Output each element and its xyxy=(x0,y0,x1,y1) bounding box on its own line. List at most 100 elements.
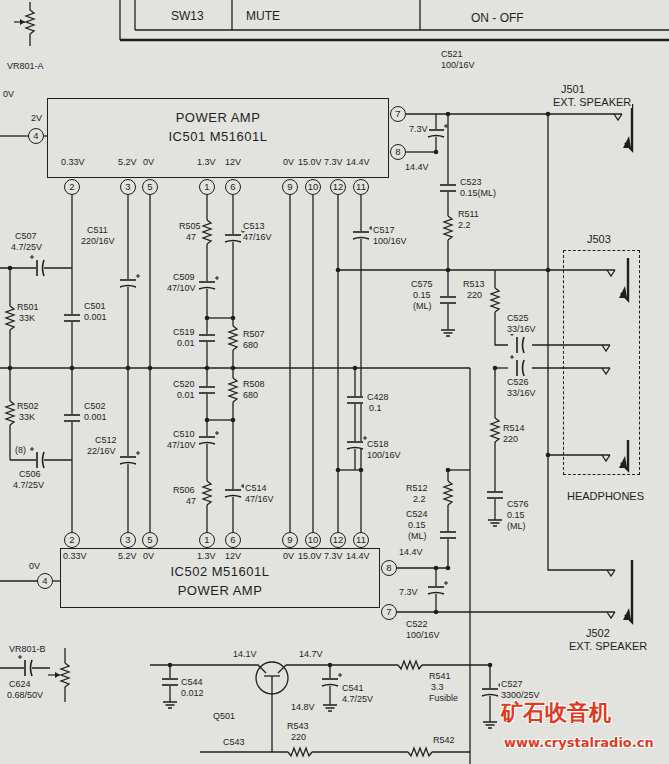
component-label: (ML) xyxy=(506,522,527,531)
pin-circle: 2 xyxy=(64,179,80,195)
resistor-zigzag xyxy=(229,326,237,350)
resistor-symbol xyxy=(202,481,212,505)
resistor-zigzag xyxy=(398,661,422,669)
wire xyxy=(419,0,420,30)
component-label: 0.15 xyxy=(407,521,427,530)
component-label: 15.0V xyxy=(297,158,323,167)
junction-dot xyxy=(8,266,13,271)
pin-circle: 1 xyxy=(199,179,215,195)
resistor-symbol xyxy=(60,663,70,687)
electrolytic-capacitor-symbol xyxy=(352,226,373,239)
electrolytic-capacitor-symbol xyxy=(510,332,524,354)
electrolytic-capacitor-symbol xyxy=(198,276,219,289)
pin-wire xyxy=(71,195,72,532)
wire xyxy=(150,665,266,673)
wire-gap xyxy=(288,747,312,757)
electrolytic-capacitor-symbol xyxy=(119,274,140,287)
capacitor-plate xyxy=(162,684,178,686)
junction-dot xyxy=(231,366,236,371)
pin-circle: 4 xyxy=(37,573,53,589)
component-label: R512 xyxy=(405,484,429,493)
capacitor-plate xyxy=(428,586,444,588)
resistor-zigzag xyxy=(203,220,211,244)
wire-gap xyxy=(224,489,242,497)
component-label: 14.4V xyxy=(398,548,424,557)
capacitor-plate xyxy=(24,660,26,676)
component-label: 14.4V xyxy=(345,552,371,561)
junction-dot xyxy=(446,468,451,473)
component-label: 0V xyxy=(142,158,155,167)
pin-wire xyxy=(360,195,361,532)
polarity-mark xyxy=(30,255,34,259)
capacitor-symbol xyxy=(63,414,81,422)
capacitor-plate xyxy=(487,497,503,499)
electrolytic-capacitor-symbol xyxy=(321,673,342,686)
resistor-zigzag xyxy=(288,748,312,756)
junction-dot xyxy=(205,418,210,423)
component-label: C526 xyxy=(506,378,530,387)
wire xyxy=(397,611,615,612)
component-label: (8) xyxy=(14,446,27,455)
pin-number: 3 xyxy=(125,535,130,545)
component-label: 7.3V xyxy=(408,125,429,134)
wire xyxy=(0,135,28,136)
capacitor-plate xyxy=(225,241,241,243)
resistor-zigzag xyxy=(491,418,499,442)
wire xyxy=(135,29,669,30)
electrolytic-capacitor-symbol xyxy=(427,124,448,137)
wire-gap xyxy=(486,491,504,499)
capacitor-plate xyxy=(120,279,136,281)
wire xyxy=(119,0,120,40)
pin-circle: 6 xyxy=(225,532,241,548)
component-label: C575 xyxy=(410,280,434,289)
component-label: 0.15(ML) xyxy=(459,189,497,198)
component-label: 220 xyxy=(290,733,307,742)
capacitor-plate xyxy=(482,695,498,697)
pin-circle: 11 xyxy=(353,179,369,195)
capacitor-plate xyxy=(353,238,369,240)
component-label: 220/16V xyxy=(80,237,116,246)
component-label: 47/16V xyxy=(244,495,275,504)
wire xyxy=(354,368,355,470)
wire-gap xyxy=(119,456,137,464)
jack-contact xyxy=(607,270,615,276)
wire xyxy=(286,665,490,722)
wire-gap xyxy=(439,184,457,192)
component-label: R505 xyxy=(178,222,202,231)
component-label: C517 xyxy=(372,226,396,235)
junction-dot xyxy=(231,418,236,423)
wire-gap xyxy=(5,401,15,425)
component-label: 0.01 xyxy=(176,339,196,348)
capacitor-plate xyxy=(516,337,518,353)
component-label: VR801-A xyxy=(6,62,45,71)
component-label: 0.15 xyxy=(412,291,432,300)
capacitor-plate xyxy=(64,414,80,416)
wire-gap xyxy=(439,531,457,539)
resistor-symbol xyxy=(288,747,312,757)
component-label: 1.3V xyxy=(196,158,217,167)
component-label: 2.2 xyxy=(412,495,427,504)
watermark: 矿石收音机 xyxy=(500,702,612,724)
component-label: Q501 xyxy=(212,712,236,721)
junction-dot xyxy=(488,663,493,668)
capacitor-plate xyxy=(64,314,80,316)
capacitor-plate xyxy=(120,456,136,458)
wire-gap xyxy=(24,659,32,677)
component-label: 680 xyxy=(242,341,259,350)
component-label: C544 xyxy=(180,678,204,687)
component-label: C519 xyxy=(172,328,196,337)
component-label: R541 xyxy=(428,672,452,681)
junction-dot xyxy=(446,112,451,117)
junction-dot xyxy=(493,366,498,371)
pin-number: 11 xyxy=(356,535,366,545)
wire xyxy=(271,676,272,752)
pin-circle: 5 xyxy=(142,179,158,195)
jack-tip xyxy=(619,456,627,468)
component-label: Fusible xyxy=(428,694,459,703)
capacitor-plate xyxy=(482,688,498,690)
resistor-symbol xyxy=(398,660,422,670)
component-label: 33/16V xyxy=(506,389,537,398)
wire-gap xyxy=(516,336,524,354)
component-label: 0.1 xyxy=(368,404,383,413)
ground-symbol xyxy=(483,722,497,728)
